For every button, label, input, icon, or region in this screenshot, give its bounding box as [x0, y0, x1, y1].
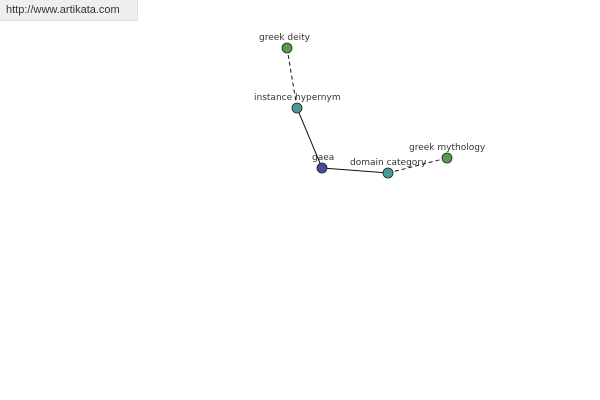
node-dot-domain-category[interactable]: [382, 167, 394, 179]
node-dot-greek-deity[interactable]: [281, 42, 293, 54]
graph-nodes: greek deity instance hypernym gaea domai…: [254, 33, 486, 179]
node-greek-deity[interactable]: greek deity: [259, 33, 311, 54]
node-label-instance-hypernym: instance hypernym: [254, 93, 341, 103]
edge-instance-hypernym-gaea: [296, 107, 323, 169]
node-label-gaea: gaea: [312, 153, 334, 163]
node-domain-category[interactable]: domain category: [350, 158, 427, 179]
node-dot-instance-hypernym[interactable]: [291, 102, 303, 114]
node-gaea[interactable]: gaea: [312, 153, 334, 174]
node-label-greek-deity: greek deity: [259, 33, 311, 43]
site-url-link[interactable]: http://www.artikata.com: [6, 4, 120, 16]
node-label-domain-category: domain category: [350, 158, 427, 168]
node-label-greek-mythology: greek mythology: [409, 143, 486, 153]
edge-gaea-domain-category: [321, 167, 389, 174]
node-dot-gaea[interactable]: [316, 162, 328, 174]
node-dot-greek-mythology[interactable]: [441, 152, 453, 164]
edge-greek-deity-instance-hypernym: [286, 47, 298, 109]
edge-domain-category-greek-mythology: [387, 157, 448, 174]
graph-edges: [286, 47, 448, 174]
url-banner[interactable]: http://www.artikata.com: [0, 0, 138, 21]
node-instance-hypernym[interactable]: instance hypernym: [254, 93, 341, 114]
node-greek-mythology[interactable]: greek mythology: [409, 143, 486, 164]
